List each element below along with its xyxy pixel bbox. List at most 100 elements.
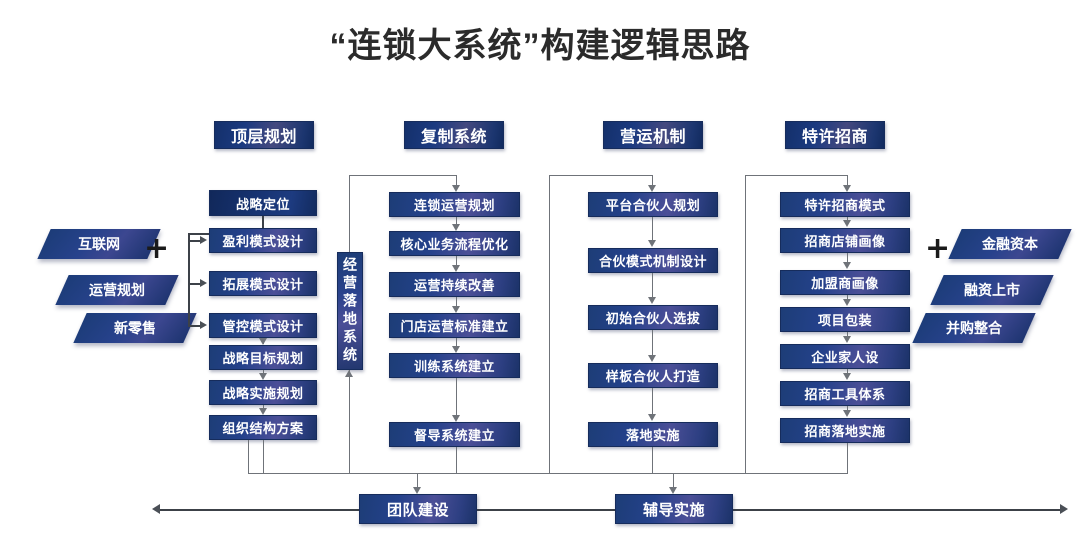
col1-item-profit-model-design-label: 盈利模式设计: [222, 234, 304, 249]
right-input-financial-capital-label: 金融资本: [982, 236, 1038, 252]
col3-item-initial-partner-selection[interactable]: 初始合伙人选拔: [588, 305, 718, 330]
col2-item-continuous-improvement[interactable]: 运营持续改善: [389, 272, 520, 297]
baseline-axis: [160, 509, 1060, 511]
col3-top-arrow-icon: [648, 185, 656, 192]
col1-flow-arrow-5-6-icon: [259, 408, 267, 415]
bottom-bus-left-rail: [248, 440, 250, 473]
column-header-replication-system[interactable]: 复制系统: [404, 121, 504, 149]
col1-branch-arrow-3-icon: [200, 321, 207, 329]
col2-item-chain-operation-planning-label: 连锁运营规划: [413, 198, 495, 213]
col4-flow-to-bus: [847, 443, 849, 473]
col2-top-bracket-h: [349, 175, 457, 177]
column-header-top-planning-label: 顶层规划: [230, 129, 297, 146]
col3-item-model-partner-building[interactable]: 样板合伙人打造: [588, 363, 718, 388]
col1-branch-line-2: [188, 283, 202, 285]
left-input-operations-plan[interactable]: 运营规划: [55, 275, 179, 305]
left-input-new-retail[interactable]: 新零售: [73, 313, 197, 343]
col3-flow-line-3-4: [652, 330, 654, 356]
col2-item-supervision-system-label: 督导系统建立: [413, 428, 495, 443]
col1-item-control-model-design-label: 管控模式设计: [222, 319, 304, 334]
column-header-top-planning[interactable]: 顶层规划: [214, 121, 314, 149]
right-input-financial-capital[interactable]: 金融资本: [948, 229, 1072, 259]
col2-flow-line-3-4: [456, 297, 458, 308]
col2-flow-arrow-2-3-icon: [452, 265, 460, 272]
column-header-franchise-recruitment[interactable]: 特许招商: [785, 121, 885, 149]
right-input-ma-integration[interactable]: 并购整合: [912, 313, 1036, 343]
right-input-ma-integration-label: 并购整合: [946, 320, 1002, 336]
col1-branch-bus: [188, 233, 190, 325]
col3-flow-to-bus: [652, 447, 654, 473]
side-label-top-line: [349, 175, 351, 252]
bottom-bus-line: [248, 473, 848, 475]
col2-flow-line-5-6: [456, 378, 458, 416]
col2-flow-line-4-5: [456, 338, 458, 348]
left-input-internet[interactable]: 互联网: [37, 229, 161, 259]
col4-item-recruitment-toolkit[interactable]: 招商工具体系: [780, 381, 910, 406]
col4-item-recruitment-toolkit-label: 招商工具体系: [804, 387, 886, 402]
column-header-franchise-recruitment-label: 特许招商: [801, 129, 868, 146]
col1-flow-arrow-3-4-icon: [259, 338, 267, 345]
col1-item-strategic-goal-planning[interactable]: 战略目标规划: [209, 345, 317, 370]
col4-flow-line-1-2: [847, 217, 849, 221]
col1-flow-line-5-6: [263, 405, 265, 409]
col1-branch-arrow-2-icon: [200, 279, 207, 287]
col4-top-arrow-icon: [843, 185, 851, 192]
col2-item-store-operation-standards[interactable]: 门店运营标准建立: [389, 313, 520, 338]
col3-item-partner-model-mechanism-design[interactable]: 合伙模式机制设计: [588, 248, 718, 273]
col3-flow-line-2-3: [652, 273, 654, 298]
bottom-team-arrow-icon: [413, 487, 421, 494]
col2-flow-arrow-1-2-icon: [452, 224, 460, 231]
col2-item-supervision-system[interactable]: 督导系统建立: [389, 422, 520, 447]
col1-item-control-model-design[interactable]: 管控模式设计: [209, 313, 317, 338]
bottom-coach-arrow-icon: [669, 487, 677, 494]
side-label-down-line: [349, 370, 351, 473]
col4-flow-line-3-4: [847, 295, 849, 301]
col4-item-entrepreneur-persona[interactable]: 企业家人设: [780, 344, 910, 369]
col4-item-franchisee-profile-label: 加盟商画像: [811, 276, 879, 291]
col3-flow-arrow-3-4-icon: [648, 355, 656, 362]
col3-item-landing-implementation-label: 落地实施: [625, 428, 680, 443]
col1-lead-down-line: [262, 216, 264, 234]
col3-top-bracket-v: [652, 175, 654, 187]
col1-item-strategy-implementation-planning[interactable]: 战略实施规划: [209, 380, 317, 405]
right-input-ipo-financing-label: 融资上市: [964, 282, 1020, 298]
col4-item-franchisee-profile[interactable]: 加盟商画像: [780, 270, 910, 295]
col2-item-core-process-optimization[interactable]: 核心业务流程优化: [389, 231, 520, 256]
col4-flow-line-5-6: [847, 369, 849, 375]
col3-left-rail: [549, 175, 551, 473]
col2-flow-line-1-2: [456, 217, 458, 227]
col4-item-franchise-model[interactable]: 特许招商模式: [780, 192, 910, 217]
col2-top-bracket-v: [456, 175, 458, 187]
col2-item-training-system[interactable]: 训练系统建立: [389, 353, 520, 378]
col3-flow-line-1-2: [652, 217, 654, 241]
side-label-up-arrow-icon: [345, 370, 353, 377]
side-label-operation-landing-system[interactable]: 经营落地系统: [337, 252, 363, 370]
col4-item-project-packaging[interactable]: 项目包装: [780, 307, 910, 332]
left-plus-icon: +: [144, 231, 170, 266]
col2-flow-arrow-3-4-icon: [452, 306, 460, 313]
col2-item-chain-operation-planning[interactable]: 连锁运营规划: [389, 192, 520, 217]
bottom-item-team-building-label: 团队建设: [386, 501, 449, 519]
right-input-ipo-financing[interactable]: 融资上市: [930, 275, 1054, 305]
col1-lead-strategy-positioning[interactable]: 战略定位: [209, 190, 317, 216]
column-header-operation-mechanism[interactable]: 营运机制: [603, 121, 703, 149]
col4-item-store-profile[interactable]: 招商店铺画像: [780, 228, 910, 253]
bottom-item-team-building[interactable]: 团队建设: [359, 494, 477, 524]
col1-item-expansion-model-design[interactable]: 拓展模式设计: [209, 271, 317, 296]
col4-flow-arrow-2-3-icon: [843, 262, 851, 269]
col1-item-org-structure-plan[interactable]: 组织结构方案: [209, 415, 317, 440]
col2-flow-arrow-5-6-icon: [452, 415, 460, 422]
col2-item-store-operation-standards-label: 门店运营标准建立: [400, 319, 509, 334]
col3-item-platform-partner-planning[interactable]: 平台合伙人规划: [588, 192, 718, 217]
bottom-item-coaching-implementation[interactable]: 辅导实施: [615, 494, 733, 524]
col2-top-arrow-icon: [452, 185, 460, 192]
col4-item-recruitment-implementation[interactable]: 招商落地实施: [780, 418, 910, 443]
column-header-operation-mechanism-label: 营运机制: [619, 129, 686, 146]
bottom-team-drop-line: [417, 473, 419, 489]
col1-item-profit-model-design[interactable]: 盈利模式设计: [209, 228, 317, 253]
col2-item-training-system-label: 训练系统建立: [413, 359, 495, 374]
side-label-operation-landing-system-label: 经营落地系统: [342, 257, 358, 365]
col3-item-initial-partner-selection-label: 初始合伙人选拔: [605, 311, 701, 326]
col3-item-landing-implementation[interactable]: 落地实施: [588, 422, 718, 447]
col2-flow-arrow-4-5-icon: [452, 346, 460, 353]
